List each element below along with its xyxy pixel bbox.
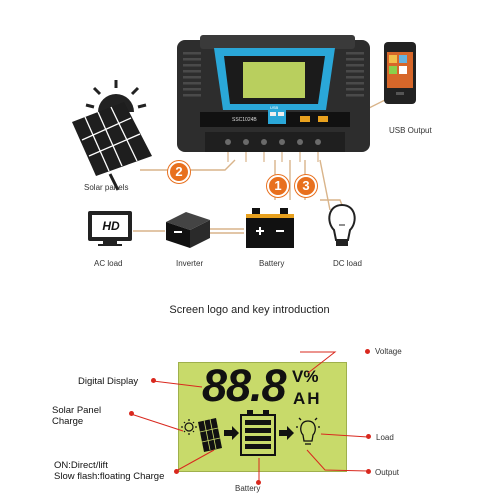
output-arrow-icon (279, 426, 294, 440)
callout-solar-panel-charge-line2: Charge (52, 416, 84, 427)
lcd-solar-panel-icon (198, 418, 222, 452)
ac-load-label: AC load (94, 259, 123, 268)
usb-port-label: USB (270, 105, 279, 110)
callout-lines (130, 351, 369, 483)
callout-solar-panel-charge-line1: Solar Panel (52, 405, 102, 416)
charge-controller (177, 35, 370, 162)
step-badge-1: 1 (267, 175, 289, 197)
inverter-label: Inverter (176, 259, 204, 268)
inverter-icon (166, 212, 210, 248)
dc-load-bulb-icon (328, 203, 356, 246)
callout-dot (366, 434, 371, 439)
wiring-diagram (72, 35, 416, 248)
lcd-icons-and-callouts (130, 351, 369, 483)
lcd-digits: 88.8 (202, 360, 287, 411)
callout-battery: Battery (235, 484, 261, 493)
battery-label: Battery (259, 259, 285, 268)
lcd-sun-icon (181, 419, 197, 435)
callout-load: Load (376, 433, 394, 442)
callout-output: Output (375, 468, 400, 477)
dc-load-label: DC load (333, 259, 362, 268)
callout-digital-display: Digital Display (78, 376, 139, 387)
step-badge-2: 2 (168, 161, 190, 183)
callout-dot (174, 469, 179, 474)
callout-dot (365, 349, 370, 354)
callout-dot (256, 480, 261, 485)
callout-voltage: Voltage (375, 347, 402, 356)
lcd-screen (178, 362, 347, 472)
ac-load-tv-icon (88, 211, 132, 246)
step-badge-3: 3 (295, 175, 317, 197)
charge-arrow-icon (224, 426, 239, 440)
lcd-unit-top: V% (292, 367, 319, 386)
controller-model-label: SSC1024B (232, 117, 257, 123)
solar-panel-icon (72, 102, 152, 191)
callout-dot (366, 469, 371, 474)
callout-dot (129, 411, 134, 416)
hd-logo: HD (102, 219, 120, 233)
lcd-battery-icon (240, 410, 276, 456)
callout-on-direct-line1: ON:Direct/lift (54, 460, 108, 471)
smartphone-icon (384, 42, 416, 104)
lcd-bulb-icon (296, 417, 320, 445)
battery-icon (246, 208, 294, 248)
lcd-unit-bottom: AH (293, 389, 322, 408)
callout-dot (151, 378, 156, 383)
usb-output-label: USB Output (389, 126, 432, 135)
callout-on-direct-line2: Slow flash:floating Charge (54, 471, 165, 482)
solar-panels-label: Solar panels (84, 183, 129, 192)
section-title: Screen logo and key introduction (169, 304, 330, 316)
